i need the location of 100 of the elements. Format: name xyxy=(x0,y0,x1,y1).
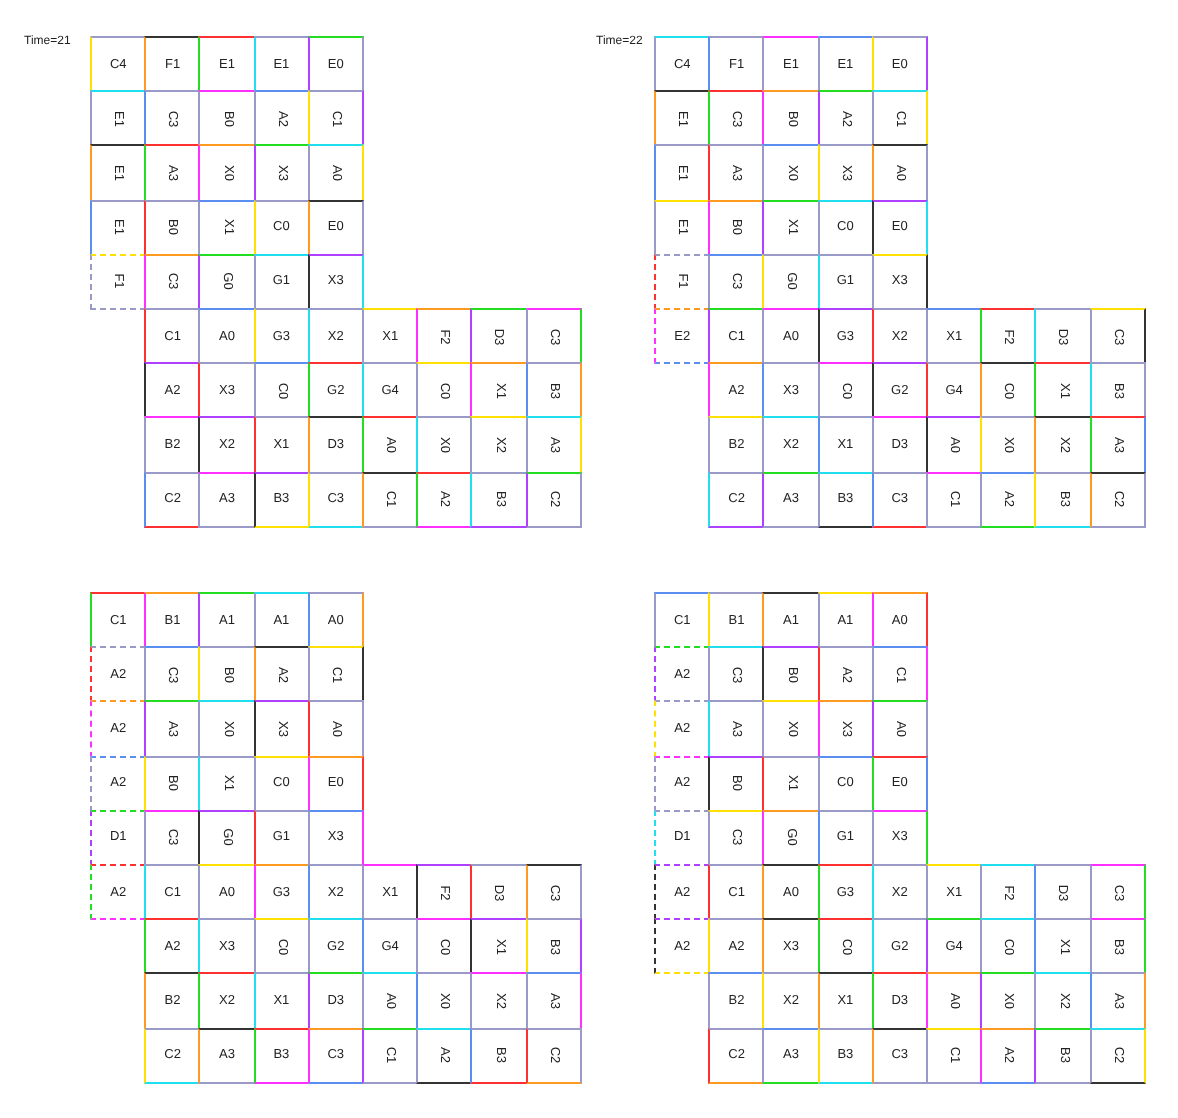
grid-cell xyxy=(144,809,201,866)
grid-cell xyxy=(307,471,364,528)
grid-cell xyxy=(307,972,364,1030)
grid-cell xyxy=(525,972,582,1030)
grid-cell xyxy=(307,1027,364,1084)
grid-cell xyxy=(762,416,820,474)
grid-cell xyxy=(307,308,364,365)
grid-cell xyxy=(817,362,874,419)
grid-cell xyxy=(253,471,310,528)
grid-cell xyxy=(926,362,983,419)
grid-cell xyxy=(762,1027,820,1084)
grid-cell xyxy=(708,36,765,93)
grid-cell xyxy=(980,362,1037,419)
grid-cell xyxy=(470,918,528,975)
grid-cell xyxy=(762,36,820,93)
grid-cell xyxy=(708,416,765,474)
grid-cell xyxy=(470,864,528,921)
grid-cell xyxy=(980,972,1037,1030)
grid-cell xyxy=(416,308,473,365)
grid-cell xyxy=(307,362,364,419)
grid-cell xyxy=(1034,918,1092,975)
dashed-cell xyxy=(90,646,147,703)
grid-cell xyxy=(708,471,765,528)
grid-cell xyxy=(307,592,364,649)
grid-cell xyxy=(871,416,928,474)
grid-cell xyxy=(144,972,201,1030)
grid-cell xyxy=(871,918,928,975)
grid-cell xyxy=(198,416,256,474)
grid-cell xyxy=(525,308,582,365)
grid-cell xyxy=(871,809,928,866)
grid-cell xyxy=(144,416,201,474)
grid-cell xyxy=(926,918,983,975)
grid-cell xyxy=(525,362,582,419)
grid-cell xyxy=(871,362,928,419)
grid-cell xyxy=(198,36,256,93)
grid-cell xyxy=(144,362,201,419)
grid-cell xyxy=(470,471,528,528)
grid-cell xyxy=(817,809,874,866)
grid-cell xyxy=(980,1027,1037,1084)
grid-cell xyxy=(525,416,582,474)
grid-cell xyxy=(307,646,364,703)
grid-cell xyxy=(817,471,874,528)
grid-cell xyxy=(307,36,364,93)
grid-cell xyxy=(307,755,364,812)
grid-cell xyxy=(470,972,528,1030)
grid-cell xyxy=(1034,308,1092,365)
grid-cell xyxy=(1089,416,1146,474)
dashed-cell xyxy=(654,755,711,812)
grid-cell xyxy=(980,471,1037,528)
grid-cell xyxy=(525,471,582,528)
grid-cell xyxy=(817,1027,874,1084)
grid-cell xyxy=(1089,972,1146,1030)
grid-cell xyxy=(144,592,201,649)
grid-cell xyxy=(1089,471,1146,528)
grid-cell xyxy=(253,1027,310,1084)
grid-cell xyxy=(307,253,364,310)
grid-cell xyxy=(470,362,528,419)
grid-cell xyxy=(362,1027,419,1084)
grid-cell xyxy=(198,471,256,528)
grid-cell xyxy=(198,1027,256,1084)
dashed-cell xyxy=(654,918,711,975)
grid-cell xyxy=(871,646,928,703)
grid-cell xyxy=(871,1027,928,1084)
grid-cell xyxy=(253,36,310,93)
dashed-cell xyxy=(654,308,711,365)
grid-cell xyxy=(817,918,874,975)
grid-cell xyxy=(1089,864,1146,921)
grid-cell xyxy=(817,972,874,1030)
grid-cell xyxy=(198,362,256,419)
grid-cell xyxy=(654,199,711,256)
grid-cell xyxy=(362,416,419,474)
grid-cell xyxy=(871,199,928,256)
dashed-cell xyxy=(90,253,147,310)
grid-cell xyxy=(416,471,473,528)
grid-cell xyxy=(926,471,983,528)
grid-cell xyxy=(871,972,928,1030)
grid-cell xyxy=(144,199,201,256)
grid-cell xyxy=(871,36,928,93)
grid-cell xyxy=(416,864,473,921)
grid-cell xyxy=(871,471,928,528)
grid-cell xyxy=(817,36,874,93)
grid-cell xyxy=(307,90,364,147)
grid-cell xyxy=(1034,864,1092,921)
grid-cell xyxy=(307,416,364,474)
grid-cell xyxy=(762,864,820,921)
grid-cell xyxy=(817,253,874,310)
grid-cell xyxy=(198,972,256,1030)
grid-cell xyxy=(762,646,820,703)
grid-cell xyxy=(654,592,711,649)
grid-cell xyxy=(307,144,364,202)
grid-cell xyxy=(470,1027,528,1084)
grid-cell xyxy=(253,90,310,147)
grid-cell xyxy=(1089,308,1146,365)
grid-cell xyxy=(307,809,364,866)
grid-cell xyxy=(926,972,983,1030)
grid-cell xyxy=(708,918,765,975)
grid-cell xyxy=(307,700,364,758)
grid-cell xyxy=(708,1027,765,1084)
grid-cell xyxy=(198,592,256,649)
grid-cell xyxy=(1034,416,1092,474)
